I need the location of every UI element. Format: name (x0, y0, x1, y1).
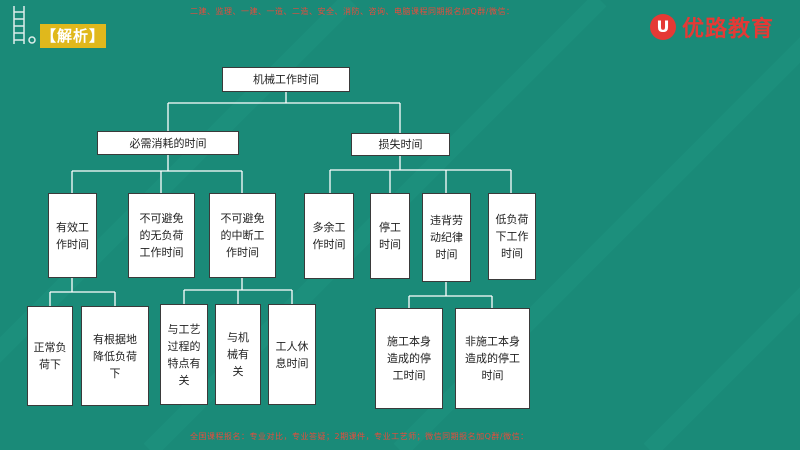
node-stoppage-time: 停工 时间 (370, 193, 410, 279)
node-non-construction-caused-stop: 非施工本身 造成的停工 时间 (455, 308, 530, 409)
node-reduced-load: 有根据地 降低负荷 下 (81, 306, 149, 406)
node-process-related: 与工艺 过程的 特点有 关 (160, 304, 208, 405)
bottom-watermark-text: 全国课程报名：专业对比，专业答疑；2期课件，专业工艺师；微信同期报名加Q群/微信… (190, 432, 529, 441)
node-construction-caused-stop: 施工本身 造成的停 工时间 (375, 308, 443, 409)
node-unavoidable-interrupt: 不可避免 的中断工 作时间 (209, 193, 276, 278)
node-worker-rest: 工人休 息时间 (268, 304, 316, 405)
node-low-load-time: 低负荷 下工作 时间 (488, 193, 536, 280)
node-necessary-time: 必需消耗的时间 (97, 131, 239, 155)
top-watermark-text: 二建、监理、一建、一造、二造、安全、消防、咨询、电脑课程同期报名加Q群/微信： (190, 7, 515, 16)
node-unavoidable-noload: 不可避免 的无负荷 工作时间 (128, 193, 195, 278)
node-machine-related: 与机 械有 关 (215, 304, 261, 405)
node-loss-time: 损失时间 (351, 133, 450, 156)
brand-logo: U 优路教育 (650, 12, 774, 42)
node-excess-work-time: 多余工 作时间 (304, 193, 354, 279)
ladder-icon (13, 6, 36, 44)
node-labor-violation-time: 违背劳 动纪律 时间 (422, 193, 471, 282)
node-effective-time: 有效工 作时间 (48, 193, 97, 278)
node-machine-working-time: 机械工作时间 (222, 67, 350, 92)
logo-text: 优路教育 (682, 17, 775, 42)
analysis-label: 【解析】 (40, 24, 106, 48)
logo-mark-icon: U (650, 14, 676, 40)
node-normal-load: 正常负 荷下 (27, 306, 73, 406)
